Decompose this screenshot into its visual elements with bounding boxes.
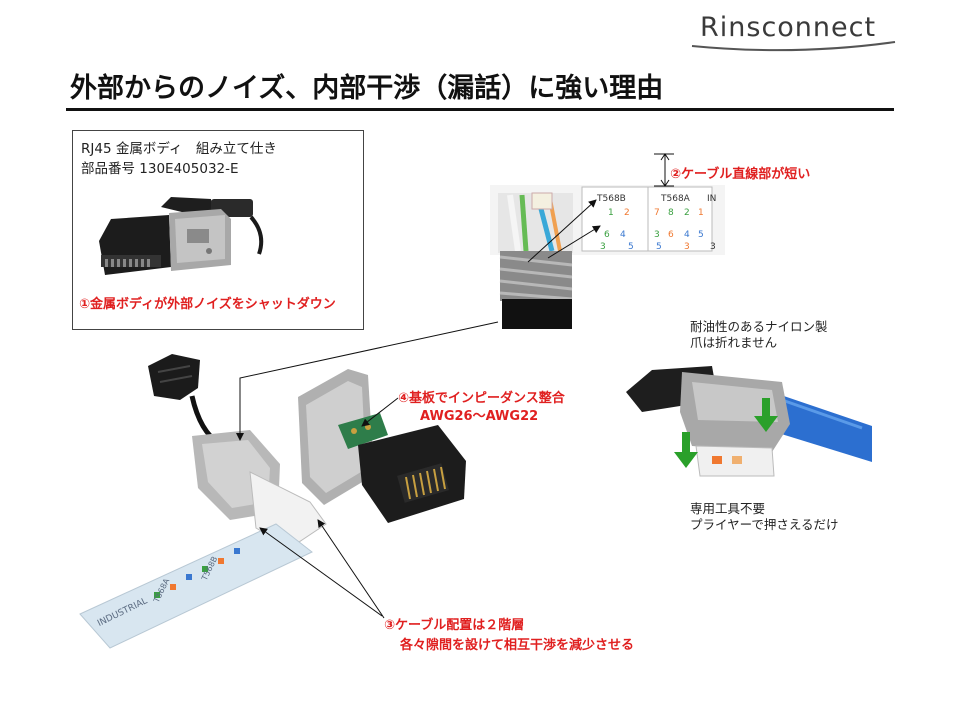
pin-num: 5 <box>628 242 634 252</box>
pin-num: 1 <box>608 208 614 218</box>
tool-free-assembly-image <box>626 366 872 477</box>
pin-num: 2 <box>684 208 690 218</box>
company-logo: Rinsconnect <box>700 12 877 43</box>
pin-num: 8 <box>668 208 674 218</box>
pin-num: 3 <box>684 242 690 252</box>
leader-line <box>259 527 383 617</box>
exploded-connector-image <box>79 354 327 649</box>
tool-note-line2: プライヤーで押さえるだけ <box>690 517 839 532</box>
logo-swoosh <box>691 41 896 52</box>
pin-num: 4 <box>684 230 690 240</box>
leader-line <box>236 321 499 441</box>
cable-wiring-image <box>490 185 725 329</box>
pin-num: 5 <box>656 242 662 252</box>
t568a-label: T568A <box>661 194 690 204</box>
point3-label-line1: ③ケーブル配置は２階層 <box>384 618 525 633</box>
pin-num: 1 <box>698 208 704 218</box>
in-label: IN <box>707 194 717 204</box>
pcb-connector-image <box>298 369 466 523</box>
pin-num: 6 <box>604 230 610 240</box>
point1-label: ①金属ボディが外部ノイズをシャットダウン <box>79 297 336 312</box>
nylon-note-line2: 爪は折れません <box>690 335 778 350</box>
pin-num: 3 <box>600 242 606 252</box>
leader-line <box>317 519 385 619</box>
point2-label: ②ケーブル直線部が短い <box>670 167 811 182</box>
leader-line <box>527 199 597 263</box>
pin-num: 4 <box>620 230 626 240</box>
spec-name: RJ45 金属ボディ 組み立て仕き <box>81 141 277 157</box>
pin-num: 3 <box>710 242 716 252</box>
point4-label-line2: AWG26～AWG22 <box>420 409 539 424</box>
dimension-arrow-icon <box>654 153 674 187</box>
pin-num: 3 <box>654 230 660 240</box>
rj45-connector-image <box>99 197 264 275</box>
pin-num: 5 <box>698 230 704 240</box>
spec-box: RJ45 金属ボディ 組み立て仕き 部品番号 130E405032-E ①金属ボ… <box>72 130 364 330</box>
t568b-label: T568B <box>597 194 626 204</box>
tool-note-line1: 専用工具不要 <box>690 501 766 516</box>
leader-line <box>361 397 399 427</box>
point3-label-line2: 各々隙間を設けて相互干渉を減少させる <box>400 638 635 653</box>
page-title: 外部からのノイズ、内部干渉（漏話）に強い理由 <box>70 73 664 104</box>
title-underline <box>66 108 894 111</box>
nylon-note-line1: 耐油性のあるナイロン製 <box>690 319 828 334</box>
part-number: 部品番号 130E405032-E <box>81 161 239 177</box>
pin-num: 6 <box>668 230 674 240</box>
point4-label-line1: ④基板でインピーダンス整合 <box>398 391 565 406</box>
leader-line <box>547 225 601 259</box>
pin-num: 7 <box>654 208 660 218</box>
pin-num: 2 <box>624 208 630 218</box>
